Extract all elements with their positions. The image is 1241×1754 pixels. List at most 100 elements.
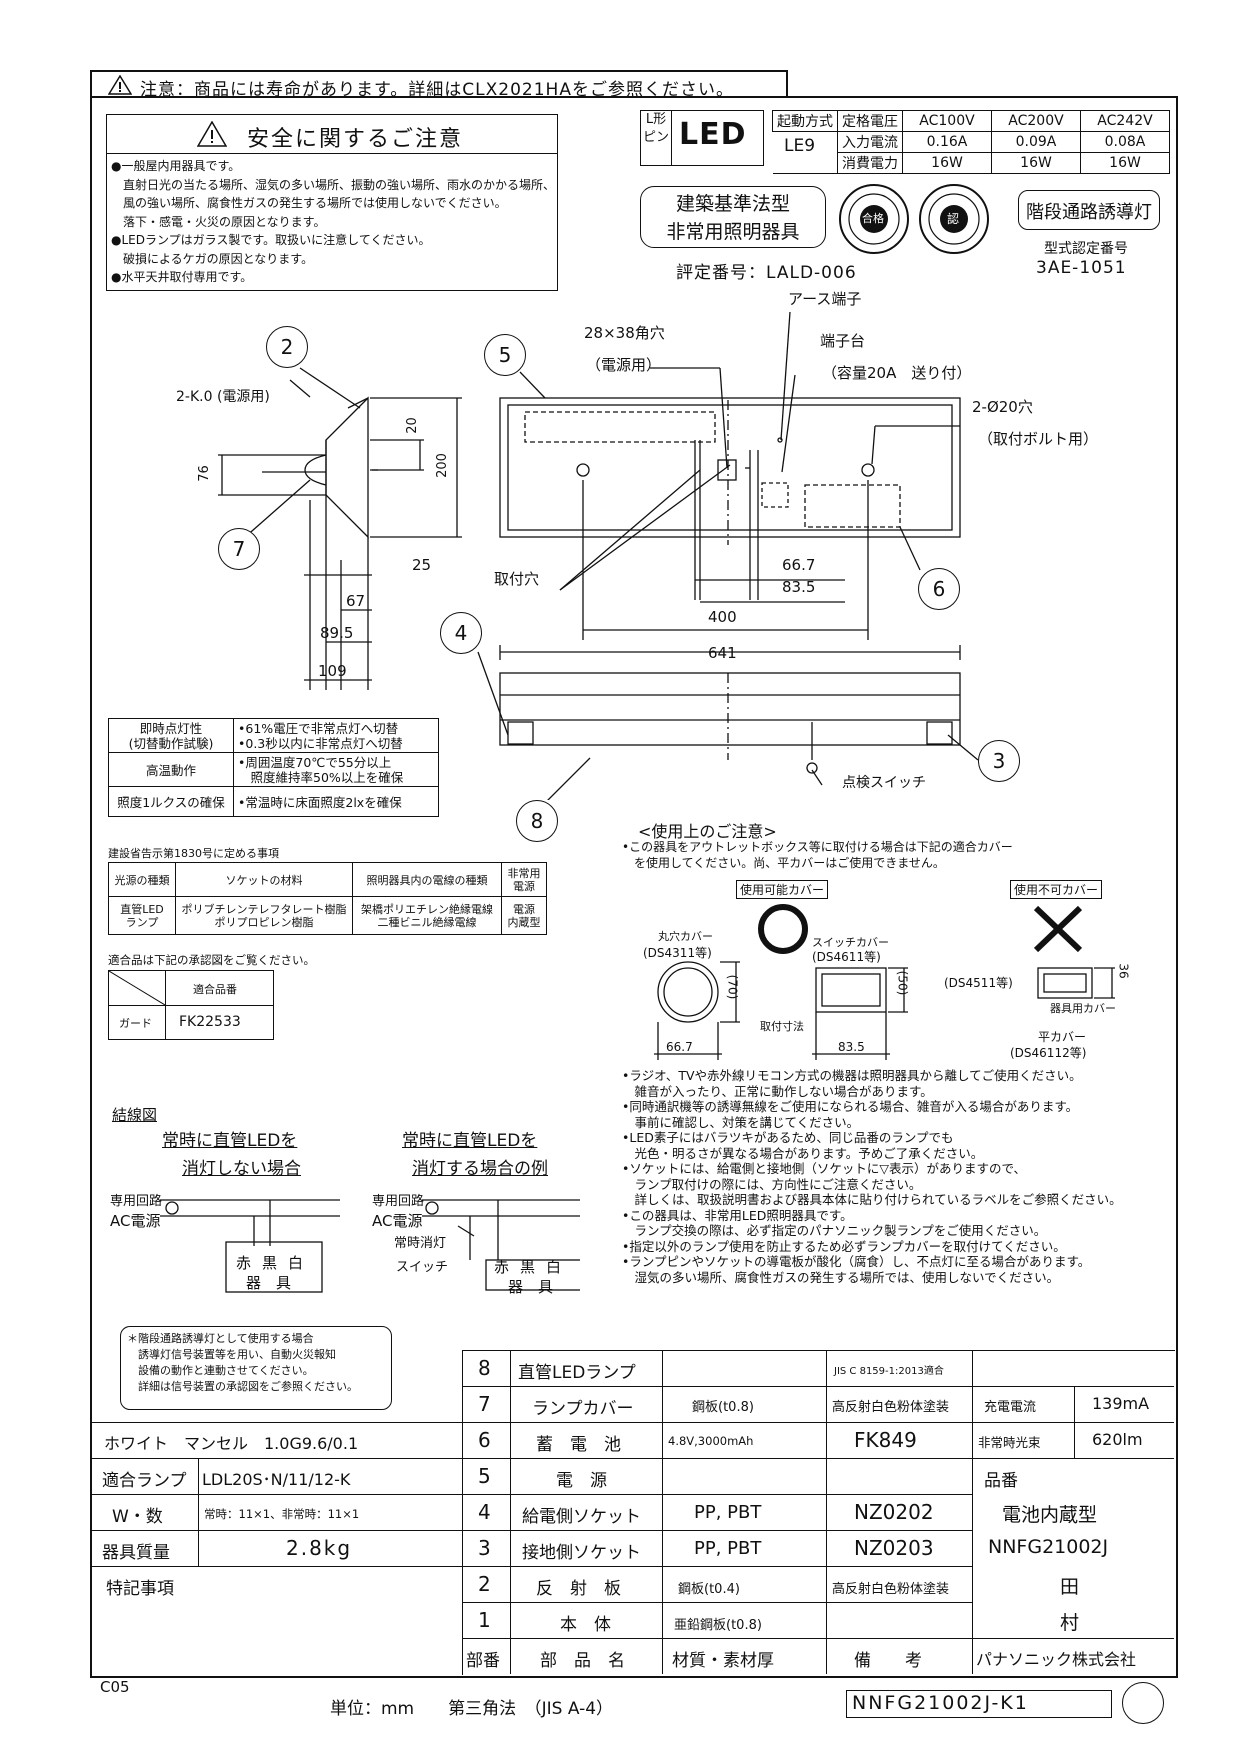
safety-title: 安全に関するご注意 (247, 127, 464, 152)
spec-cell: 16W (991, 152, 1081, 174)
dim-20: 20 (404, 417, 420, 434)
wiring-a-line1: 常時に直管LEDを (162, 1131, 298, 1151)
part-mat: PP, PBT (694, 1538, 762, 1559)
usage-note-line: 雑音が入ったり、正常に動作しない場合があります。 (622, 1083, 933, 1099)
drawing-frame (90, 96, 1178, 1678)
dim-200: 200 (434, 453, 450, 478)
label-tenken: 点検スイッチ (842, 775, 926, 791)
kokuji-header: ソケットの材料 (175, 862, 353, 897)
function-table: 即時点灯性 (切替動作試験) •61%電圧で非常点灯へ切替 •0.3秒以内に非常… (108, 718, 439, 817)
footer-code: C05 (100, 1678, 130, 1696)
func-label: 照度1ルクスの確保 (108, 786, 234, 817)
part-no: 3 (478, 1536, 491, 1560)
wire-aka: 赤 (236, 1254, 252, 1272)
top-notice-box: 注意：商品には寿命があります。詳細はCLX2021HAをご参照ください。 (90, 70, 788, 100)
dim-66-7-cover: 66.7 (666, 1040, 693, 1054)
kokuji-cell: ポリブチレンテレフタレート樹脂 ポリプロピレン樹脂 (175, 896, 353, 935)
info-mass-label: 器具質量 (102, 1543, 170, 1563)
usage-title: <使用上のご注意> (638, 822, 777, 841)
tekigou-title: 適合品は下記の承認図をご覧ください。 (108, 953, 315, 967)
safety-line: ●水平天井取付専用です。 (111, 270, 253, 284)
usage-maru: 丸穴カバー (658, 930, 713, 943)
safety-line: ●一般屋内用器具です。 (111, 159, 241, 173)
jil-seal-text: 合格 (862, 212, 884, 225)
part-note: 高反射白色粉体塗装 (832, 1400, 950, 1415)
part-name: 給電側ソケット (522, 1507, 641, 1527)
warning-triangle-icon (197, 121, 227, 147)
lamp-badge: L形 ピン LED (640, 110, 764, 166)
top-notice-text: 注意：商品には寿命があります。詳細はCLX2021HAをご参照ください。 (140, 80, 734, 100)
kokuji-cell: 架橋ポリエチレン絶縁電線 二種ビニル絶縁電線 (352, 896, 502, 935)
info-lamp-label: 適合ランプ (102, 1471, 187, 1491)
part-no: 6 (478, 1428, 491, 1452)
wiring-b-senyou: 専用回路 (372, 1194, 425, 1209)
wiring-b-ac: AC電源 (372, 1212, 423, 1230)
spec-cell: 0.09A (991, 131, 1081, 153)
wire-kuro: 黒 (520, 1258, 536, 1276)
func-value: •常温時に床面照度2lxを確保 (233, 786, 439, 817)
parts-footer: 材質・素材厚 (672, 1651, 774, 1671)
func-value: •周囲温度70℃で55分以上 照度維持率50%以上を確保 (233, 752, 439, 787)
spec-cell: 16W (1080, 152, 1170, 174)
func-value: •61%電圧で非常点灯へ切替 •0.3秒以内に非常点灯へ切替 (233, 718, 439, 753)
kokuji-header: 光源の種類 (108, 862, 176, 897)
drawing-number: NNFG21002J-K1 (852, 1692, 1029, 1714)
callout-8: 8 (516, 800, 558, 842)
wire-kigu: 器 具 (246, 1274, 292, 1292)
usage-switch-code: (DS4611等) (812, 950, 881, 964)
dim-400: 400 (708, 608, 737, 626)
part-mat: 4.8V,3000mAh (668, 1434, 754, 1448)
technical-drawing (218, 311, 979, 800)
callout-4: 4 (440, 612, 482, 654)
usage-ok-label: 使用可能カバー (736, 880, 829, 899)
part-extra-key: 田 (1060, 1576, 1080, 1598)
wire-aka: 赤 (494, 1258, 510, 1276)
usage-note-line: •同時通訳機等の誘導無線をご使用になられる場合、雑音が入る場合があります。 (622, 1099, 1079, 1114)
usage-note-line: 湿気の多い場所、腐食性ガスの発生する場所では、使用しないでください。 (622, 1269, 1060, 1285)
dim-83-5-cover: 83.5 (838, 1040, 865, 1054)
wire-kigu: 器 具 (508, 1278, 554, 1296)
info-lamp-value: LDL20S･N/11/12-K (202, 1470, 351, 1489)
label-tanshi: 端子台 (820, 332, 866, 350)
dim-50: (50) (895, 970, 910, 996)
safety-title-row: 安全に関するご注意 (107, 115, 557, 154)
info-tokki: 特記事項 (106, 1579, 174, 1599)
dim-109: 109 (318, 662, 347, 680)
ok-circle-icon (758, 904, 808, 954)
wiring-a-senyou: 専用回路 (110, 1194, 163, 1209)
dim-36: 36 (1116, 963, 1131, 979)
callout-7: 7 (218, 528, 260, 570)
wiring-note-line: ＊階段通路誘導灯として使用する場合 (127, 1332, 314, 1345)
part-no: 1 (478, 1608, 491, 1632)
safety-line: 風の強い場所、腐食性ガスの発生する場所では使用しないでください。 (111, 196, 507, 210)
dim-70: (70) (725, 974, 740, 1000)
wiring-b-switch: スイッチ (396, 1260, 449, 1275)
part-name: 本 体 (560, 1615, 611, 1635)
part-mat: PP, PBT (694, 1502, 762, 1523)
lamp-badge-l: L形 (645, 112, 667, 127)
spec-header: AC242V (1080, 110, 1170, 132)
dim-67: 67 (346, 592, 366, 610)
kokuji-cell: 直管LED ランプ (108, 896, 176, 935)
parts-footer: パナソニック株式会社 (976, 1650, 1137, 1669)
part-extra-key: 村 (1060, 1612, 1080, 1634)
parts-footer: 備 考 (854, 1651, 922, 1671)
jil-seal-icon (839, 184, 909, 254)
label-earth: アース端子 (788, 290, 862, 308)
usage-note-line: 事前に確認し、対策を講じてください。 (622, 1114, 860, 1130)
wiring-title: 結線図 (112, 1106, 158, 1124)
part-no: 5 (478, 1464, 491, 1488)
part-extra-key: 電池内蔵型 (1002, 1504, 1098, 1526)
footer-unit: 単位：mm 第三角法 （JIS A-4） (330, 1699, 614, 1719)
func-label: 高温動作 (108, 752, 234, 787)
kokuji-title: 建設省告示第1830号に定める事項 (108, 847, 279, 860)
safety-line: 落下・感電・火災の原因となります。 (111, 214, 326, 229)
usage-note-line: ランプ取付けの際には、方向性にご注意ください。 (622, 1176, 922, 1192)
label-hole-28x38: 28×38角穴 (584, 324, 665, 342)
usage-maru-code: (DS4311等) (643, 946, 712, 960)
usage-intro: •この器具をアウトレットボックス等に取付ける場合は下記の適合カバー (622, 840, 1013, 854)
parts-grid: 8 直管LEDランプ JIS C 8159-1:2013適合 7 ランプカバー … (462, 1350, 1174, 1674)
part-extra-key: 充電電流 (984, 1400, 1037, 1415)
part-note: JIS C 8159-1:2013適合 (834, 1366, 944, 1377)
kokuji-cell: 電源 内蔵型 (501, 896, 547, 935)
